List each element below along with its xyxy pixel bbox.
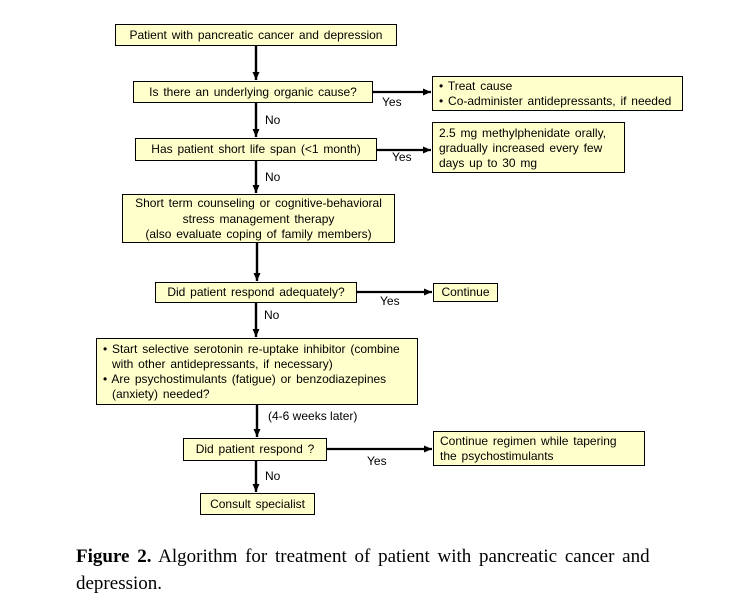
node-continue-regimen: Continue regimen while tapering the psyc…: [433, 431, 645, 466]
ssri-line: • Are psychostimulants (fatigue) or benz…: [103, 372, 387, 386]
figure-caption-text: Algorithm for treatment of patient with …: [76, 546, 650, 594]
edge-label-no-lifespan: No: [265, 170, 281, 184]
node-life-span-question: Has patient short life span (<1 month): [135, 138, 377, 161]
node-continue: Continue: [433, 283, 498, 302]
counseling-line: stress management therapy: [182, 211, 335, 226]
node-consult-specialist: Consult specialist: [200, 493, 315, 515]
treat-cause-line: • Co-administer antidepressants, if need…: [439, 94, 672, 108]
node-respond-question: Did patient respond ?: [183, 438, 327, 461]
node-counseling: Short term counseling or cognitive-behav…: [122, 194, 395, 243]
methylphenidate-line: gradually increased every few: [439, 141, 603, 155]
node-treat-cause: • Treat cause • Co-administer antidepres…: [432, 76, 683, 111]
methylphenidate-line: days up to 30 mg: [439, 156, 538, 170]
continue-regimen-line: the psychostimulants: [440, 449, 554, 463]
counseling-line: Short term counseling or cognitive-behav…: [135, 196, 382, 210]
ssri-line: with other antidepressants, if necessary…: [112, 357, 333, 371]
methylphenidate-line: 2.5 mg methylphenidate orally,: [439, 126, 607, 140]
node-organic-cause-question: Is there an underlying organic cause?: [133, 81, 373, 103]
edge-label-yes-organic: Yes: [382, 95, 402, 109]
edge-label-yes-lifespan: Yes: [392, 150, 412, 164]
treat-cause-line: • Treat cause: [439, 79, 513, 93]
node-respond-adequately-question: Did patient respond adequately?: [155, 282, 357, 303]
continue-regimen-line: Continue regimen while tapering: [440, 434, 617, 448]
figure-caption-label: Figure 2.: [76, 546, 152, 567]
node-methylphenidate: 2.5 mg methylphenidate orally, gradually…: [432, 122, 625, 173]
edge-label-yes-respond1: Yes: [380, 294, 400, 308]
edge-label-weeks-later: (4-6 weeks later): [268, 409, 358, 423]
ssri-line: (anxiety) needed?: [112, 387, 210, 401]
node-patient-start: Patient with pancreatic cancer and depre…: [115, 24, 397, 46]
edge-label-no-respond1: No: [264, 308, 280, 322]
counseling-line: (also evaluate coping of family members): [145, 227, 372, 241]
edge-label-no-respond2: No: [265, 469, 281, 483]
figure-caption: Figure 2. Algorithm for treatment of pat…: [76, 543, 704, 597]
edge-label-yes-respond2: Yes: [367, 454, 387, 468]
ssri-line: • Start selective serotonin re-uptake in…: [103, 342, 400, 356]
node-ssri: • Start selective serotonin re-uptake in…: [96, 338, 418, 405]
edge-label-no-organic: No: [265, 113, 281, 127]
